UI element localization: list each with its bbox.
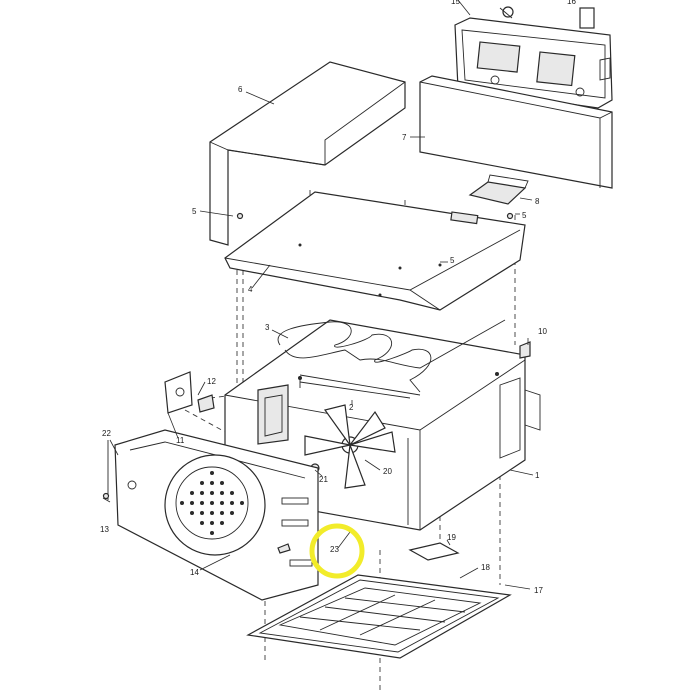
callout-1: 1 — [535, 471, 540, 480]
callout-13: 13 — [100, 525, 109, 534]
callout-21: 21 — [319, 475, 328, 484]
callout-17: 17 — [534, 586, 543, 595]
callout-8: 8 — [535, 197, 540, 206]
screw-5-right — [506, 212, 514, 220]
callout-10: 10 — [538, 327, 547, 336]
callout-18: 18 — [481, 563, 490, 572]
callout-3: 3 — [265, 323, 270, 332]
part-18-tray — [246, 574, 512, 659]
fan-cover-perforation — [180, 471, 244, 535]
callout-leaders — [109, 0, 534, 590]
callout-16: 16 — [567, 0, 576, 6]
screw-23 — [277, 543, 291, 554]
part-20-fan — [304, 404, 396, 489]
part-4-outer-shell — [224, 191, 526, 311]
callout-labels: 15 16 6 7 8 5 5 5 4 3 10 12 2 11 22 20 2… — [100, 0, 576, 595]
part-2-rod — [299, 376, 411, 399]
part-14-rear-panel — [114, 429, 319, 601]
part-3-heating-element — [277, 319, 506, 393]
part-12-thermostat — [164, 371, 215, 414]
part-6-top-cover — [209, 61, 406, 246]
callout-15: 15 — [451, 0, 460, 6]
callout-14: 14 — [190, 568, 199, 577]
part-10-clip — [519, 341, 531, 359]
callout-2: 2 — [349, 403, 354, 412]
part-8-bracket — [468, 174, 529, 205]
callout-7: 7 — [402, 133, 407, 142]
callout-5-right: 5 — [522, 211, 527, 220]
part-13-screw — [102, 492, 111, 503]
callout-6: 6 — [238, 85, 243, 94]
callout-5-shell: 5 — [450, 256, 455, 265]
callout-19: 19 — [447, 533, 456, 542]
callout-23: 23 — [330, 545, 339, 554]
callout-4: 4 — [248, 285, 253, 294]
callout-11: 11 — [176, 436, 185, 445]
callout-12: 12 — [207, 377, 216, 386]
part-17-wire-rack — [278, 587, 482, 646]
screw-5-left — [236, 212, 244, 220]
part-7-insulation-block — [419, 75, 613, 189]
callout-5-left: 5 — [192, 207, 197, 216]
callout-22: 22 — [102, 429, 111, 438]
part-19-plate — [408, 542, 460, 561]
highlight-ring-23 — [309, 523, 365, 579]
callout-20: 20 — [383, 467, 392, 476]
